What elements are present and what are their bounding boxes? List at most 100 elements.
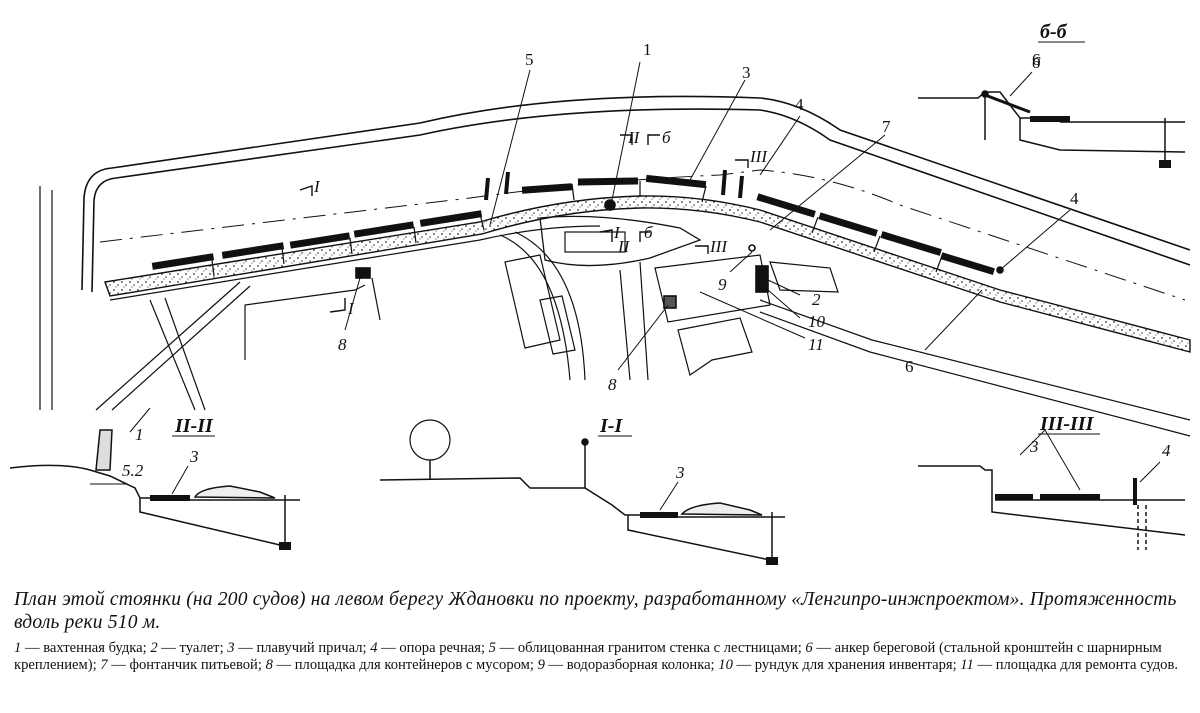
legend-text: — площадка для ремонта судов. [973, 657, 1179, 673]
island-building [564, 231, 626, 253]
label-4-right: 4 [1070, 189, 1079, 208]
island-block [539, 215, 702, 267]
legend-item-11: 11 — площадка для ремонта судов. [960, 657, 1178, 673]
legend-item-3: 3 — плавучий причал; [227, 640, 370, 656]
cut-b-top: б [662, 128, 671, 147]
label-8-left: 8 [338, 335, 347, 354]
leader-lines [129, 61, 1071, 433]
label-2: 2 [812, 290, 821, 309]
cut-II-mid: II [617, 237, 631, 256]
plan-view [39, 61, 1191, 437]
legend-number: 6 [805, 640, 813, 656]
section-cut-arrows [299, 134, 749, 313]
legend-text: — плавучий причал; [234, 640, 371, 656]
legend-text: — вахтенная будка; [21, 640, 151, 656]
street-edge-left [244, 284, 366, 360]
section-I: I-I 3 [379, 415, 785, 565]
legend-text: — анкер береговой (стальной кронштейн с … [14, 640, 1162, 673]
section-II-label-3: 3 [189, 447, 199, 466]
legend-item-10: 10 — рундук для хранения инвентаря; [718, 657, 960, 673]
shore-line [109, 225, 601, 301]
legend: 1 — вахтенная будка; 2 — туалет; 3 — пла… [14, 640, 1190, 674]
legend-text: — фонтанчик питьевой; [107, 657, 266, 673]
legend-item-4: 4 — опора речная; [370, 640, 488, 656]
legend-item-6: 6 — анкер береговой (стальной кронштейн … [14, 640, 1162, 673]
legend-text: — площадка для контейнеров с мусором; [272, 657, 538, 673]
cut-I-left: I [347, 299, 355, 318]
cut-b-mid: б [644, 223, 653, 242]
section-bb: б-б 6 [918, 21, 1186, 168]
label-9: 9 [718, 275, 727, 294]
legend-text: — облицованная гранитом стенка с лестниц… [495, 640, 806, 656]
label-8-mid: 8 [608, 375, 617, 394]
legend-number: 9 [537, 657, 545, 673]
water-column [748, 244, 756, 252]
legend-text: — туалет; [157, 640, 228, 656]
legend-item-7: 7 — фонтанчик питьевой; [100, 657, 265, 673]
label-4-top: 4 [795, 95, 804, 114]
legend-number: 1 [14, 640, 22, 656]
legend-number: 2 [150, 640, 158, 656]
access-gangways [211, 181, 943, 277]
park-paths [39, 186, 251, 411]
label-10: 10 [808, 312, 826, 331]
label-7: 7 [882, 117, 891, 136]
legend-number: 7 [100, 657, 108, 673]
cut-III-top: III [749, 147, 768, 166]
section-II: II-II 1 3 5.2 [9, 415, 300, 550]
storage-chest [755, 265, 769, 293]
cut-III-mid: III [709, 237, 728, 256]
legend-text: — водоразборная колонка; [544, 657, 719, 673]
section-III-label-4: 4 [1162, 441, 1171, 460]
legend-number: 11 [960, 657, 974, 673]
cut-I-top: I [313, 177, 321, 196]
road-axis-line [99, 169, 1186, 301]
south-roads [499, 231, 1191, 437]
caption-title: План этой стоянки (на 200 судов) на лево… [14, 589, 1177, 633]
road-outer-edge [81, 95, 1191, 291]
container-area-2 [663, 295, 677, 309]
label-1: 1 [643, 40, 652, 59]
legend-item-8: 8 — площадка для контейнеров с мусором; [266, 657, 538, 673]
cut-I-mid: I [613, 223, 621, 242]
plan-labels: 1 3 4 4 5 6 6 7 8 8 9 2 10 11 I I I II I… [313, 40, 1079, 394]
legend-number: 8 [265, 657, 273, 673]
label-6-top: 6 [1032, 50, 1041, 69]
legend-item-5: 5 — облицованная гранитом стенка с лестн… [489, 640, 806, 656]
river-piers [484, 169, 744, 201]
floating-pontoons [151, 174, 995, 276]
section-II-title: II-II [174, 415, 214, 437]
legend-item-2: 2 — туалет; [150, 640, 227, 656]
tree-icon [409, 419, 451, 461]
section-II-dimension: 5.2 [122, 461, 144, 480]
cut-II-top: II [627, 128, 641, 147]
legend-text: — опора речная; [377, 640, 489, 656]
marina-plan-drawing: 1 3 4 4 5 6 6 7 8 8 9 2 10 11 I I I II I… [9, 21, 1191, 565]
section-III-label-3: 3 [1029, 437, 1039, 456]
label-3: 3 [742, 63, 751, 82]
legend-number: 5 [488, 640, 496, 656]
label-6-bottom: 6 [905, 357, 914, 376]
section-III-title: III-III [1039, 413, 1095, 435]
label-5: 5 [525, 50, 534, 69]
section-bb-title: б-б [1040, 21, 1068, 43]
legend-text: — рундук для хранения инвентаря; [732, 657, 961, 673]
section-bb-label-6: 6 [1032, 53, 1041, 72]
street-edge-mid [371, 277, 381, 321]
lamp-post-icon [581, 438, 589, 446]
section-I-title: I-I [599, 415, 623, 437]
section-III: III-III 3 4 [918, 413, 1186, 550]
granite-embankment [104, 195, 1191, 353]
container-area-1 [355, 267, 371, 279]
label-11: 11 [808, 335, 824, 354]
legend-number: 3 [227, 640, 235, 656]
buildings [504, 254, 839, 376]
legend-item-1: 1 — вахтенная будка; [14, 640, 150, 656]
section-I-label-3: 3 [675, 463, 685, 482]
legend-number: 10 [718, 657, 733, 673]
legend-item-9: 9 — водоразборная колонка; [538, 657, 719, 673]
road-inner-edge [91, 108, 1191, 293]
watch-booth-dot [604, 199, 616, 211]
section-II-label-1: 1 [135, 425, 144, 444]
legend-number: 4 [370, 640, 378, 656]
